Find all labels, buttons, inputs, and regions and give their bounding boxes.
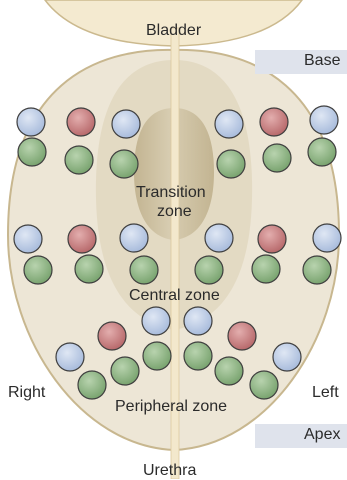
- central-zone-label: Central zone: [129, 287, 220, 305]
- green-core: [75, 255, 103, 283]
- peripheral-zone-label: Peripheral zone: [115, 398, 227, 416]
- blue-core: [14, 225, 42, 253]
- green-core: [111, 357, 139, 385]
- blue-core: [120, 224, 148, 252]
- blue-core: [56, 343, 84, 371]
- apex-label: Apex: [304, 426, 340, 444]
- red-core: [260, 108, 288, 136]
- red-core: [98, 322, 126, 350]
- green-core: [78, 371, 106, 399]
- base-label: Base: [304, 52, 340, 70]
- green-core: [308, 138, 336, 166]
- blue-core: [310, 106, 338, 134]
- blue-core: [184, 307, 212, 335]
- green-core: [217, 150, 245, 178]
- blue-core: [313, 224, 341, 252]
- blue-core: [215, 110, 243, 138]
- right-label: Right: [8, 384, 45, 402]
- urethra-label: Urethra: [143, 462, 196, 480]
- blue-core: [205, 224, 233, 252]
- green-core: [110, 150, 138, 178]
- left-label: Left: [312, 384, 339, 402]
- green-core: [195, 256, 223, 284]
- green-core: [184, 342, 212, 370]
- blue-core: [273, 343, 301, 371]
- transition-zone-label-line2: zone: [157, 203, 192, 221]
- green-core: [18, 138, 46, 166]
- green-core: [252, 255, 280, 283]
- green-core: [250, 371, 278, 399]
- blue-core: [17, 108, 45, 136]
- green-core: [143, 342, 171, 370]
- blue-core: [112, 110, 140, 138]
- red-core: [67, 108, 95, 136]
- red-core: [228, 322, 256, 350]
- green-core: [130, 256, 158, 284]
- transition-zone-label-line1: Transition: [136, 184, 206, 202]
- green-core: [303, 256, 331, 284]
- green-core: [215, 357, 243, 385]
- red-core: [68, 225, 96, 253]
- blue-core: [142, 307, 170, 335]
- green-core: [263, 144, 291, 172]
- red-core: [258, 225, 286, 253]
- bladder-label: Bladder: [146, 22, 201, 40]
- green-core: [65, 146, 93, 174]
- green-core: [24, 256, 52, 284]
